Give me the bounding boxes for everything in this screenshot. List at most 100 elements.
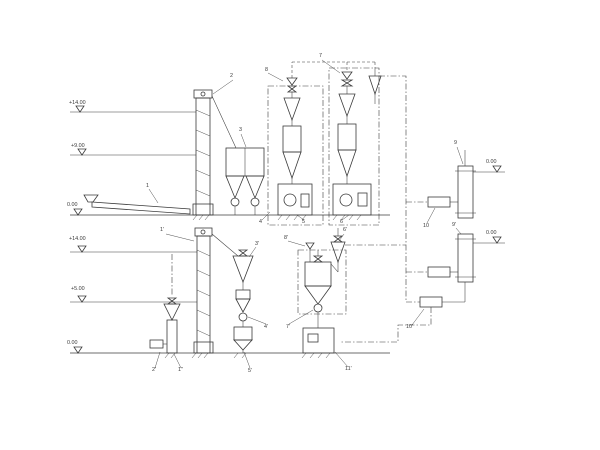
mill-body — [332, 183, 372, 216]
rotary-valve-icon — [250, 197, 260, 207]
label-bagging-machine: 11' — [334, 351, 352, 372]
equipment-label-4p: 4' — [264, 324, 268, 330]
filter-8p-symbol — [305, 242, 315, 262]
elevation-label: +14.00 — [69, 236, 86, 242]
label-feeder-left: 4 — [259, 211, 271, 225]
valve-cone-icon — [341, 71, 353, 80]
equipment-enclosure-right — [328, 67, 380, 226]
cyclone-body — [338, 93, 356, 118]
elevation-marker-right-upper: 0.00 — [473, 159, 505, 173]
label-rotary-valve-lower: 4' — [247, 316, 268, 330]
label-airlock-lower: 9' — [452, 222, 462, 235]
airlock-vessel-upper — [455, 150, 476, 219]
elevation-marker-bottom-0: 0.00 — [67, 340, 390, 354]
airlock-vessel-lower — [442, 233, 476, 303]
label-surge-bin-lower: 5' — [243, 351, 252, 374]
cyclone-body — [232, 255, 254, 284]
label-cyclone-right-lower: 6' — [338, 227, 347, 242]
cyclone-small-symbol — [368, 68, 382, 104]
label-surge-bin: 3 — [239, 127, 247, 148]
equipment-label-7: 7 — [319, 53, 322, 59]
equipment-label-8: 8 — [265, 67, 268, 73]
equipment-label-6: 6 — [340, 219, 343, 225]
equipment-label-9p: 9' — [452, 222, 456, 228]
elevation-label: +9.00 — [71, 143, 85, 149]
datum-triangle-icon — [73, 346, 83, 354]
rotary-valve-icon — [313, 303, 323, 313]
equipment-label-3: 3 — [239, 127, 242, 133]
bagging-machine-body — [302, 327, 335, 354]
equipment-label-10p: 10' — [406, 324, 413, 330]
elevation-marker-top-14: +14.00 — [69, 100, 196, 113]
airlock-icon — [237, 249, 249, 257]
datum-triangle-icon — [77, 148, 87, 156]
bucket-elevator-2-symbol — [193, 227, 239, 354]
label-fan-upper: 10 — [423, 207, 436, 229]
label-filter-lower: 7' — [286, 309, 314, 330]
grinding-unit-left — [277, 77, 313, 216]
datum-triangle-icon — [75, 105, 85, 113]
equipment-label-9: 9 — [454, 140, 457, 146]
equipment-label-7p: 7' — [286, 324, 290, 330]
elevation-marker-right-lower: 0.00 — [473, 230, 505, 244]
airlock-icon — [286, 85, 298, 93]
label-small-elevator: 1'' — [173, 353, 183, 373]
label-bucket-elevator: 2 — [212, 73, 234, 95]
elevation-label: +14.00 — [69, 100, 86, 106]
hopper-bagging-unit — [297, 249, 347, 354]
label-mill-right: 6 — [340, 214, 350, 225]
datum-triangle-icon — [77, 245, 87, 253]
elevation-label: 0.00 — [486, 159, 497, 165]
grinding-unit-right — [332, 71, 372, 216]
cyclone-body — [163, 303, 181, 321]
label-filter-upper-lower: 8' — [284, 235, 306, 247]
equipment-label-1p: 1' — [160, 227, 164, 233]
label-fan-lower: 10' — [406, 308, 425, 330]
label-screw-conveyor: 1 — [146, 183, 159, 204]
rotary-valve-icon — [230, 197, 240, 207]
equipment-label-3p: 3' — [255, 241, 259, 247]
equipment-label-10: 10 — [423, 223, 429, 229]
duct-network-lines — [341, 75, 432, 343]
equipment-label-5: 5 — [302, 219, 305, 225]
datum-triangle-icon — [73, 208, 83, 216]
airlock-icon — [340, 79, 354, 87]
cyclone-body — [283, 97, 301, 122]
equipment-label-5p: 5' — [248, 368, 252, 374]
label-cyclone-left: 8 — [265, 67, 284, 82]
label-airlock-upper: 9 — [454, 140, 464, 165]
equipment-label-4: 4 — [259, 219, 262, 225]
equipment-label-1: 1 — [146, 183, 149, 189]
label-mill-left: 5 — [296, 214, 305, 225]
airlock-icon — [312, 255, 324, 263]
airlock-icon — [332, 235, 344, 243]
ground-hatching — [164, 214, 362, 359]
label-bucket-elevator-2: 1' — [160, 227, 195, 242]
equipment-label-11p: 11' — [345, 366, 352, 372]
surge-bin-symbol — [225, 147, 265, 215]
elevation-label: 0.00 — [67, 340, 78, 346]
label-cyclone-lower: 3' — [248, 241, 259, 258]
aspirator-unit — [149, 254, 181, 354]
elevation-marker-top-9: +9.00 — [70, 143, 196, 156]
datum-triangle-icon — [492, 165, 502, 173]
equipment-label-2p: 2' — [152, 367, 156, 373]
equipment-enclosure-left — [267, 85, 324, 226]
elevation-marker-bottom-14: +14.00 — [69, 236, 197, 253]
datum-triangle-icon — [77, 295, 87, 303]
feed-hopper-symbol — [83, 194, 99, 203]
mill-body — [277, 183, 313, 216]
elevation-label: +5.00 — [71, 286, 85, 292]
elevation-label: 0.00 — [486, 230, 497, 236]
datum-triangle-icon — [492, 236, 502, 244]
valve-cone-icon — [286, 77, 298, 86]
equipment-label-2: 2 — [230, 73, 233, 79]
equipment-label-6p: 6' — [343, 227, 347, 233]
cyclone-assembly-lower — [232, 249, 254, 353]
fan-box-upper — [427, 196, 458, 208]
equipment-label-8p: 8' — [284, 235, 288, 241]
label-cyclone-center: 7 — [319, 53, 341, 74]
rotary-valve-icon — [238, 312, 248, 322]
